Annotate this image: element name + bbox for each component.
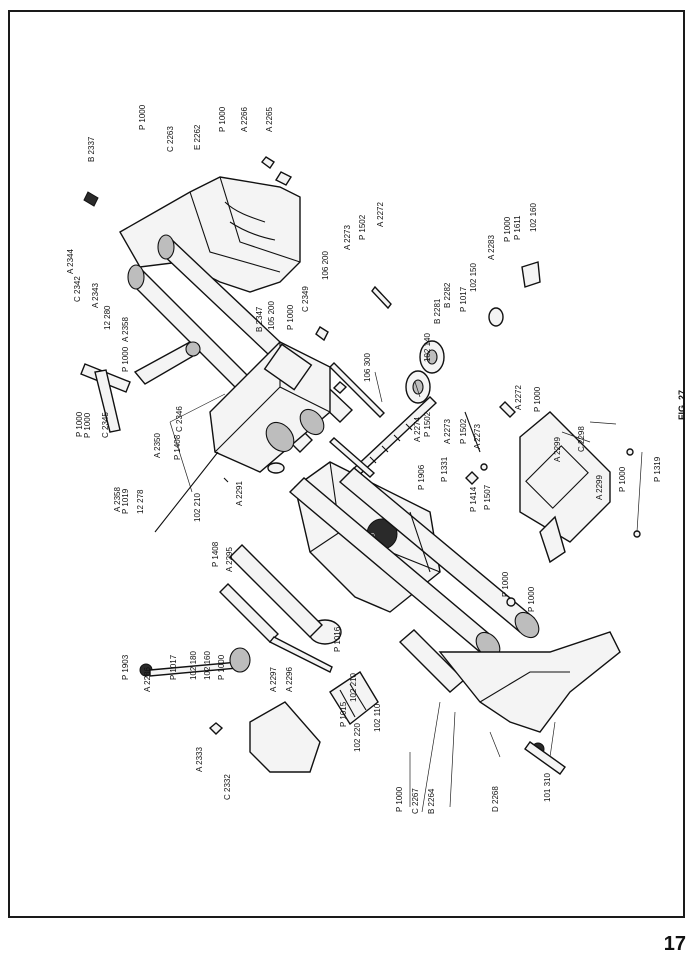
callout-label: P 1502	[358, 214, 367, 240]
callout-label: A 2273	[443, 419, 452, 444]
t-handle-assembly	[80, 341, 202, 433]
callout-label: P 1906	[417, 464, 426, 490]
callout-label: D 2268	[491, 786, 500, 812]
callout-label: C 2332	[223, 774, 232, 800]
callout-label: P 1414	[469, 486, 478, 512]
cone-guard	[249, 671, 379, 773]
callout-label: A 2358	[121, 317, 130, 342]
callout-label: P 1331	[440, 456, 449, 482]
callout-label: P 1000	[503, 216, 512, 242]
leader-lines	[169, 371, 643, 813]
callout-label: A 2273	[343, 225, 352, 250]
callout-label: P 1000	[138, 104, 147, 130]
callout-label: C 2349	[301, 286, 310, 312]
callout-label: A 2299	[553, 437, 562, 462]
bracket-arm	[438, 631, 621, 775]
callout-label: A 2283	[487, 235, 496, 260]
callout-label: 12 278	[136, 489, 145, 514]
callout-label: P 1019	[121, 488, 130, 514]
callout-label: C 2267	[411, 788, 420, 814]
callout-label: P 1000	[533, 386, 542, 412]
diagram-frame: ⊙	[8, 10, 685, 918]
callout-label: 102 160	[529, 203, 538, 232]
callout-label: P 1000	[618, 466, 627, 492]
callout-label: E 2262	[193, 124, 202, 150]
callout-label: A 2296	[285, 667, 294, 692]
exploded-view-drawing: ⊙	[66, 104, 662, 814]
callout-label: P 1319	[653, 456, 662, 482]
callout-label: 106 300	[363, 353, 372, 382]
figure-label: FIG. 27	[677, 389, 687, 420]
callout-label: 102 140	[423, 333, 432, 362]
callout-label: A 2333	[195, 747, 204, 772]
callout-label: A 2358	[113, 487, 122, 512]
lead-screw-and-bolts	[328, 362, 438, 479]
callout-label: C 2342	[73, 276, 82, 302]
callout-label: P 1502	[423, 411, 432, 437]
callout-label: A 2273	[473, 424, 482, 449]
callout-label: A 2272	[514, 385, 523, 410]
callout-label: A 2297	[269, 667, 278, 692]
callout-label: A 2272	[376, 202, 385, 227]
page-number: 17	[663, 933, 686, 955]
callout-label: A 2266	[240, 107, 249, 132]
upper-saddle-casting	[209, 341, 331, 473]
callout-label: P 1408	[173, 434, 182, 460]
callout-label: B 2282	[443, 282, 452, 308]
callout-label: P 1000	[218, 106, 227, 132]
callout-label: A 2265	[265, 107, 274, 132]
callout-label: P 1000	[75, 411, 84, 437]
callout-label: A 2350	[153, 433, 162, 458]
callout-label: P 1000	[286, 304, 295, 330]
callout-label: P 1015	[339, 701, 348, 727]
callout-label: P 1017	[459, 286, 468, 312]
callout-label: A 2286	[143, 667, 152, 692]
callout-label: P 1000	[217, 654, 226, 680]
handle-lever	[139, 647, 251, 677]
callout-label: A 2343	[91, 283, 100, 308]
callout-label: P 1903	[121, 654, 130, 680]
callout-label: B 2281	[433, 298, 442, 324]
callout-label: P 1016	[333, 626, 342, 652]
callout-label: P 1408	[211, 541, 220, 567]
callout-label: A 2295	[225, 547, 234, 572]
callout-label: A 2299	[595, 475, 604, 500]
callout-label: 102 210	[349, 673, 358, 702]
callout-label: A 2291	[235, 481, 244, 506]
callout-label: A 2274	[413, 417, 422, 442]
callout-label: P 1000	[83, 412, 92, 438]
callout-label: 102 160	[203, 651, 212, 680]
callout-label: 12 280	[103, 305, 112, 330]
callout-label: C 2346	[175, 406, 184, 432]
callout-label: B 2347	[255, 306, 264, 332]
callout-label: 102 110	[373, 703, 382, 732]
callout-label: 102 220	[353, 723, 362, 752]
callout-label: P 1611	[513, 215, 522, 240]
callout-label: B 2264	[427, 788, 436, 814]
callout-label: B 2337	[87, 136, 96, 162]
callout-label: P 1000	[501, 571, 510, 597]
callout-label: A 2344	[66, 249, 75, 274]
pulley-set	[405, 261, 541, 404]
callout-labels: B 2337 P 1000 C 2263 E 2262 P 1000 A 2266 A 22…	[66, 104, 662, 814]
table-bracket	[519, 411, 611, 564]
callout-label: 105 200	[267, 301, 276, 330]
callout-label: P 1000	[527, 586, 536, 612]
callout-label: 101 310	[543, 773, 552, 802]
callout-label: P 1000	[395, 786, 404, 812]
lower-cylinder-unit	[219, 544, 333, 673]
callout-label: 102 210	[193, 493, 202, 522]
callout-label: 102 180	[189, 651, 198, 680]
callout-label: P 1502	[459, 418, 468, 444]
callout-label: 102 150	[469, 263, 478, 292]
callout-label: C 2263	[166, 126, 175, 152]
main-rails-lower	[288, 467, 540, 693]
callout-label: 106 200	[321, 251, 330, 280]
callout-label: P 1507	[483, 484, 492, 510]
callout-label: P 1000	[121, 346, 130, 372]
callout-label: P 1017	[169, 654, 178, 680]
callout-label: C 2345	[101, 412, 110, 438]
callout-label: C 2298	[577, 426, 586, 452]
small-hardware	[83, 156, 641, 735]
